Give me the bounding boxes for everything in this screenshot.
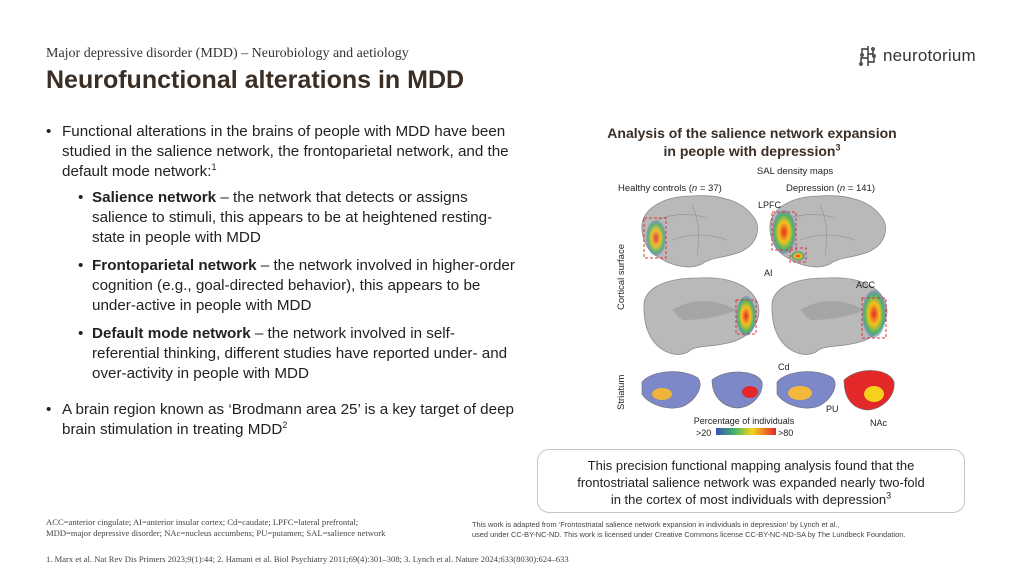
bullet-intro: Functional alterations in the brains of … — [46, 122, 516, 384]
abbreviations: ACC=anterior cingulate; AI=anterior insu… — [46, 517, 386, 538]
legend-title: Percentage of individuals — [694, 416, 795, 426]
neurotorium-logo-icon — [859, 46, 876, 66]
logo-text: neurotorium — [883, 46, 976, 65]
bullet-list: Functional alterations in the brains of … — [46, 122, 516, 446]
legend-max: >80 — [778, 428, 793, 438]
legend-colorbar — [716, 428, 776, 435]
sal-density-figure: SAL density maps Healthy controls (n = 3… — [616, 166, 895, 438]
map-title: SAL density maps — [757, 166, 833, 177]
image-credit: This work is adapted from ‘Frontostriata… — [472, 520, 906, 539]
brain-lateral-healthy — [641, 195, 758, 268]
page-title: Neurofunctional alterations in MDD — [46, 66, 465, 94]
label-nac: NAc — [870, 418, 888, 428]
brand-logo: neurotorium — [858, 45, 976, 67]
label-acc: ACC — [856, 280, 876, 290]
bullet-salience: Salience network – the network that dete… — [62, 188, 516, 248]
bullet-default-mode: Default mode network – the network invol… — [62, 324, 516, 384]
label-lpfc: LPFC — [758, 200, 782, 210]
label-ai: AI — [764, 268, 773, 278]
section-subtitle: Major depressive disorder (MDD) – Neurob… — [46, 46, 409, 61]
col-healthy-label: Healthy controls (n = 37) — [618, 183, 722, 194]
brain-medial-healthy — [643, 277, 760, 355]
label-cd: Cd — [778, 362, 790, 372]
bullet-brodmann: A brain region known as ‘Brodmann area 2… — [46, 400, 516, 440]
row-cortical-label: Cortical surface — [616, 244, 627, 310]
legend-min: >20 — [696, 428, 711, 438]
brain-lateral-depression — [769, 195, 886, 268]
brain-medial-depression — [771, 277, 888, 355]
row-striatum-label: Striatum — [616, 375, 627, 410]
label-pu: PU — [826, 404, 839, 414]
col-depression-label: Depression (n = 141) — [786, 183, 875, 194]
striatum-healthy — [641, 371, 763, 409]
striatum-depression — [776, 370, 895, 411]
figure-title: Analysis of the salience network expansi… — [607, 125, 897, 159]
bullet-frontoparietal: Frontoparietal network – the network inv… — [62, 256, 516, 316]
references: 1. Marx et al. Nat Rev Dis Primers 2023;… — [46, 554, 569, 564]
figure-caption-box: This precision functional mapping analys… — [537, 449, 965, 513]
